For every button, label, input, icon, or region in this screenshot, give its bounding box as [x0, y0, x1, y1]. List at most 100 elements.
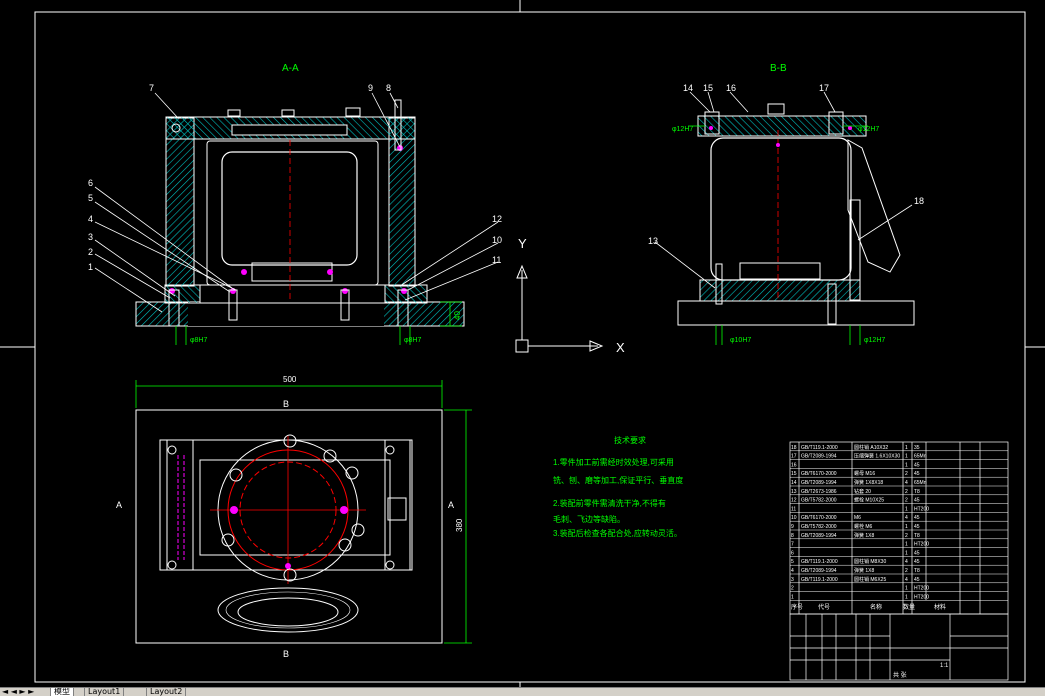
bom-cell-qty: 1	[905, 542, 908, 548]
tab-model[interactable]: 模型	[50, 688, 74, 696]
bom-cell-no: 6	[791, 550, 794, 556]
bom-cell-qty: 2	[905, 498, 908, 504]
bom-cell-no: 11	[791, 506, 796, 512]
bom-cell-qty: 4	[905, 577, 908, 583]
bom-cell-name: 圆柱销 M6X25	[854, 576, 886, 583]
bom-cell-no: 17	[791, 454, 797, 460]
bom-cell-no: 12	[791, 498, 797, 504]
callout-label: 14	[683, 83, 693, 93]
tab-layout1[interactable]: Layout1	[84, 688, 125, 696]
dim-fit-a2: φ8H7	[404, 337, 421, 344]
bom-cell-qty: 4	[905, 480, 908, 486]
bom-cell-qty: 1	[905, 586, 908, 592]
bom-cell-mat: 65Mn	[914, 454, 927, 460]
bom-cell-code: GB/T2089-1994	[801, 533, 837, 539]
bom-cell-qty: 1	[905, 462, 908, 468]
bom-cell-mat: 65Mn	[914, 480, 927, 486]
bom-cell-no: 1	[791, 594, 794, 600]
notes-line: 毛刺、飞边等缺陷。	[553, 514, 625, 524]
bom-cell-mat: 45	[914, 559, 920, 565]
dim-fit-b4: φ12H7	[864, 337, 885, 344]
tab-layout2[interactable]: Layout2	[146, 688, 187, 696]
bom-cell-code: GB/T2089-1994	[801, 454, 837, 460]
bom-cell-mat: HT200	[914, 586, 929, 592]
ucs-x-label: X	[616, 340, 625, 355]
callout-label: 6	[88, 178, 93, 188]
notes-line: 2.装配前零件需清洗干净,不得有	[553, 498, 666, 508]
callout-label: 16	[726, 83, 736, 93]
bom-cell-code: GB/T5782-2000	[801, 498, 837, 504]
bom-header-qty: 数量	[903, 603, 915, 611]
bom-cell-no: 7	[791, 542, 794, 548]
bom-cell-no: 15	[791, 471, 797, 477]
notes-line: 3.装配后检查各配合处,应转动灵活。	[553, 528, 682, 538]
bom-header: 序号 代号 名称 数量 材料	[791, 603, 946, 611]
bom-header-no: 序号	[791, 603, 803, 611]
bom-cell-no: 2	[791, 586, 794, 592]
dim-fit-b1: φ12H7	[672, 126, 693, 133]
bom-cell-no: 16	[791, 462, 797, 468]
ucs-y-label: Y	[518, 236, 527, 251]
callout-label: 17	[819, 83, 829, 93]
bom-cell-code: GB/T6170-2000	[801, 515, 837, 521]
callout-label: 1	[88, 262, 93, 272]
bom-header-name: 名称	[870, 603, 882, 611]
bom-cell-code: GB/T2673-1986	[801, 489, 837, 495]
bom-cell-mat: 45	[914, 577, 920, 583]
callout-label: 10	[492, 235, 502, 245]
bom-cell-mat: 45	[914, 462, 920, 468]
bom-cell-qty: 2	[905, 533, 908, 539]
bom-cell-no: 9	[791, 524, 794, 530]
bom-cell-mat: 45	[914, 524, 920, 530]
bom-cell-name: 螺栓 M10X25	[854, 497, 884, 504]
callout-label: 9	[368, 83, 373, 93]
callout-label: 13	[648, 236, 658, 246]
technical-notes: 技术要求 1.零件加工前需经时效处理,可采用 铣、刨、磨等加工,保证平行、垂直度…	[553, 435, 683, 538]
bom-cell-no: 8	[791, 533, 794, 539]
callout-label: 2	[88, 247, 93, 257]
view-marker-b-top: B	[283, 399, 289, 409]
notes-title: 技术要求	[614, 435, 646, 445]
bom-cell-mat: HT200	[914, 506, 929, 512]
bom-cell-no: 14	[791, 480, 797, 486]
bom-cell-qty: 2	[905, 568, 908, 574]
tab-nav-buttons[interactable]: ◄ ◄ ► ►	[2, 687, 35, 696]
title-block-sheet: 共 张	[893, 671, 907, 679]
bom-cell-qty: 2	[905, 489, 908, 495]
bom-cell-code: GB/T119.1-2000	[801, 577, 838, 583]
section-bb-view[interactable]: B-B 14 15 16 17 18 13	[648, 63, 924, 345]
bom-cell-qty: 2	[905, 471, 908, 477]
bom-header-code: 代号	[818, 603, 830, 611]
bom-cell-no: 13	[791, 489, 797, 495]
bom-cell-name: 弹簧 1X8	[854, 532, 875, 539]
bom-cell-mat: HT200	[914, 594, 929, 600]
bom-cell-name: 圆柱销 A10X32	[854, 444, 888, 451]
callout-label: 18	[914, 196, 924, 206]
bom-cell-code: GB/T119.1-2000	[801, 445, 838, 451]
bom-cell-mat: 45	[914, 515, 920, 521]
bom-cell-name: 钻套 20	[854, 488, 871, 495]
bom-cell-code: GB/T2089-1994	[801, 568, 837, 574]
bom-cell-mat: 45	[914, 471, 920, 477]
bom-cell-qty: 1	[905, 524, 908, 530]
plan-view[interactable]: 500 380 B B A A	[116, 375, 472, 659]
bom-cell-name: M6	[854, 515, 861, 521]
bom-cell-code: GB/T119.1-2000	[801, 559, 838, 565]
dim-fit-a1: φ8H7	[190, 337, 207, 344]
section-aa-callouts: 7 9 8 6 5 4 3 2 1 12 10 11	[88, 83, 502, 272]
title-block	[789, 613, 1009, 681]
dim-fit-b3: φ10H7	[730, 337, 751, 344]
bom-cell-name: 圆柱销 M8X30	[854, 558, 886, 565]
callout-label: 3	[88, 232, 93, 242]
bom-cell-name: 螺母 M16	[854, 470, 875, 477]
dim-width-500: 500	[283, 375, 297, 384]
bom-cell-mat: 45	[914, 550, 920, 556]
section-aa-view[interactable]: A-A	[88, 63, 502, 345]
notes-line: 1.零件加工前需经时效处理,可采用	[553, 457, 674, 467]
bom-cell-code: GB/T6170-2000	[801, 471, 837, 477]
dim-height-380: 380	[455, 518, 464, 532]
notes-line: 铣、刨、磨等加工,保证平行、垂直度	[553, 475, 683, 485]
